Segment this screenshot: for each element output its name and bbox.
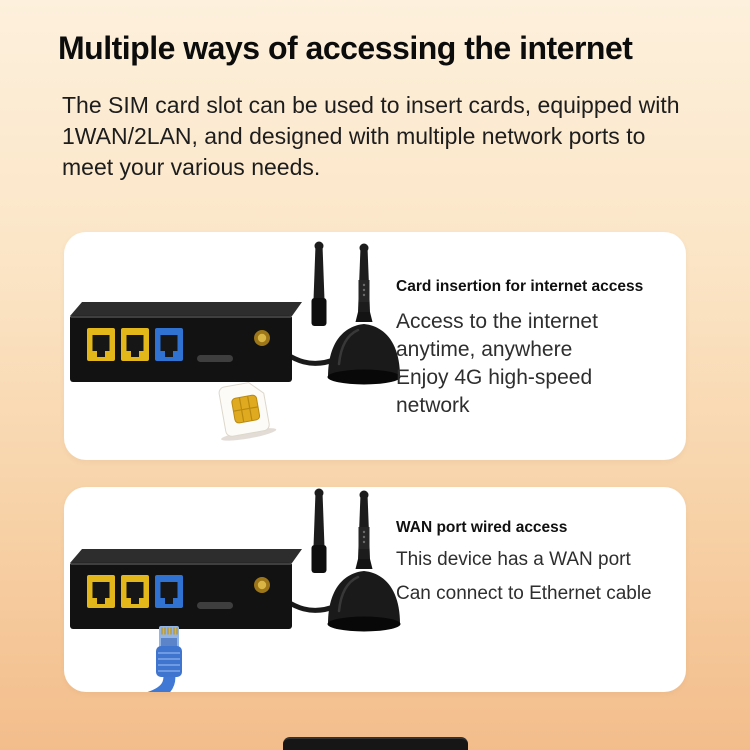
rod-antenna-icon — [311, 488, 327, 573]
card-body-line: Can connect to Ethernet cable — [396, 583, 652, 604]
intro-paragraph: The SIM card slot can be used to insert … — [62, 92, 680, 180]
lan-port-2-yellow — [121, 328, 149, 361]
wan-port-blue — [155, 575, 183, 608]
router-with-ethernet-illustration — [70, 488, 401, 692]
page-title: Multiple ways of accessing the internet — [58, 30, 633, 66]
card-text-block: Card insertion for internet access Acces… — [396, 278, 684, 420]
antenna-connector-gold — [254, 330, 270, 346]
antenna-connector-gold — [254, 577, 270, 593]
lan-port-1-yellow — [87, 575, 115, 608]
card-body: Access to the internet anytime, anywhere… — [396, 308, 638, 420]
cutoff-next-image — [283, 737, 468, 750]
card-body-line: This device has a WAN port — [396, 549, 631, 570]
wan-port-blue — [155, 328, 183, 361]
card-body-line: Access to the internet anytime, anywhere — [396, 310, 598, 361]
feature-card-wan-access: WAN port wired access This device has a … — [64, 487, 686, 692]
card-heading: WAN port wired access — [396, 519, 568, 536]
feature-card-sim-access: Card insertion for internet access Acces… — [64, 232, 686, 460]
magnetic-antenna-icon — [266, 243, 401, 385]
sim-card-slot — [197, 355, 233, 362]
card-body: This device has a WAN port Can connect t… — [396, 549, 684, 605]
magnetic-antenna-icon — [266, 490, 401, 632]
card-heading: Card insertion for internet access — [396, 278, 644, 295]
router-with-sim-illustration — [70, 241, 401, 441]
rod-antenna-icon — [311, 241, 327, 326]
lan-port-1-yellow — [87, 328, 115, 361]
card-text-block: WAN port wired access This device has a … — [396, 519, 684, 617]
lan-port-2-yellow — [121, 575, 149, 608]
sim-card-icon — [218, 382, 277, 441]
card-body-line: Enjoy 4G high-speed network — [396, 366, 593, 417]
ethernet-cable-icon — [147, 626, 182, 692]
sim-card-slot — [197, 602, 233, 609]
